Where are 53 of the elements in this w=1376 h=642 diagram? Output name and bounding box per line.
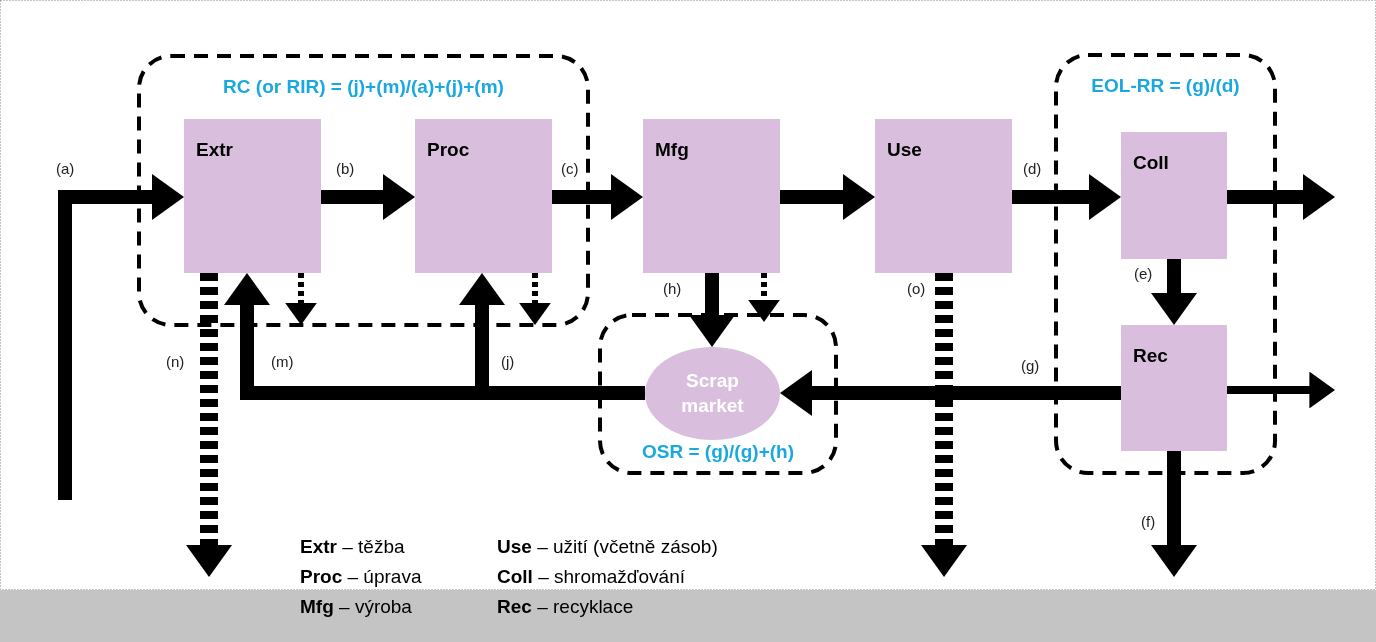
arrow [321, 174, 415, 220]
edge-label: (g) [1020, 357, 1041, 374]
key-entry: Rec – recyklace [497, 596, 634, 618]
edge-label: (n) [165, 353, 186, 370]
edge-label: (m) [270, 353, 295, 370]
formula-heading: RC (or RIR) = (j)+(m)/(a)+(j)+(m) [223, 76, 504, 98]
key-entry: Use – užití (včetně zásob) [497, 536, 718, 558]
edge-label: (e) [1133, 265, 1154, 282]
arrow [1227, 174, 1335, 220]
formula-heading: OSR = (g)/(g)+(h) [642, 441, 794, 463]
process-box [1121, 132, 1227, 259]
edge-label: (f) [1140, 513, 1157, 530]
arrow [1227, 371, 1335, 409]
process-box [1121, 325, 1227, 451]
formula-heading: EOL-RR = (g)/(d) [1091, 75, 1240, 97]
dashed-group [598, 313, 838, 475]
edge-label: (o) [906, 280, 927, 297]
node-label: Proc [427, 139, 470, 161]
node-label: Rec [1133, 345, 1168, 367]
key-entry: Proc – úprava [300, 566, 422, 588]
process-box [875, 119, 1012, 273]
dotted-arrow [518, 273, 552, 325]
edge-label: (d) [1022, 160, 1043, 177]
arrow [780, 370, 1121, 416]
node-label: Mfg [655, 139, 689, 161]
dotted-arrow [921, 273, 967, 577]
key-entry: Extr – těžba [300, 536, 405, 558]
arrow [58, 174, 184, 500]
edge-label: (b) [335, 160, 356, 177]
dotted-arrow [284, 273, 318, 325]
key-entry: Coll – shromažďování [497, 566, 686, 588]
edge-label: (h) [662, 280, 683, 297]
node-label: Coll [1133, 152, 1169, 174]
arrow [689, 273, 735, 347]
process-box [184, 119, 321, 273]
dashed-group [1054, 53, 1277, 475]
key-entry: Mfg – výroba [300, 596, 412, 618]
node-label: Scrap market [680, 369, 745, 418]
edge-label: (c) [560, 160, 580, 177]
node-label: Use [887, 139, 922, 161]
arrow [1012, 174, 1121, 220]
market-ellipse [645, 347, 780, 440]
process-box [643, 119, 780, 273]
dotted-arrow [747, 273, 781, 322]
process-box [415, 119, 552, 273]
arrow [1151, 259, 1197, 325]
edge-label: (a) [55, 160, 76, 177]
arrow [780, 174, 875, 220]
arrow [1151, 451, 1197, 577]
dashed-group [137, 54, 590, 327]
edge-label: (j) [500, 353, 516, 370]
arrow [552, 174, 643, 220]
node-label: Extr [196, 139, 233, 161]
